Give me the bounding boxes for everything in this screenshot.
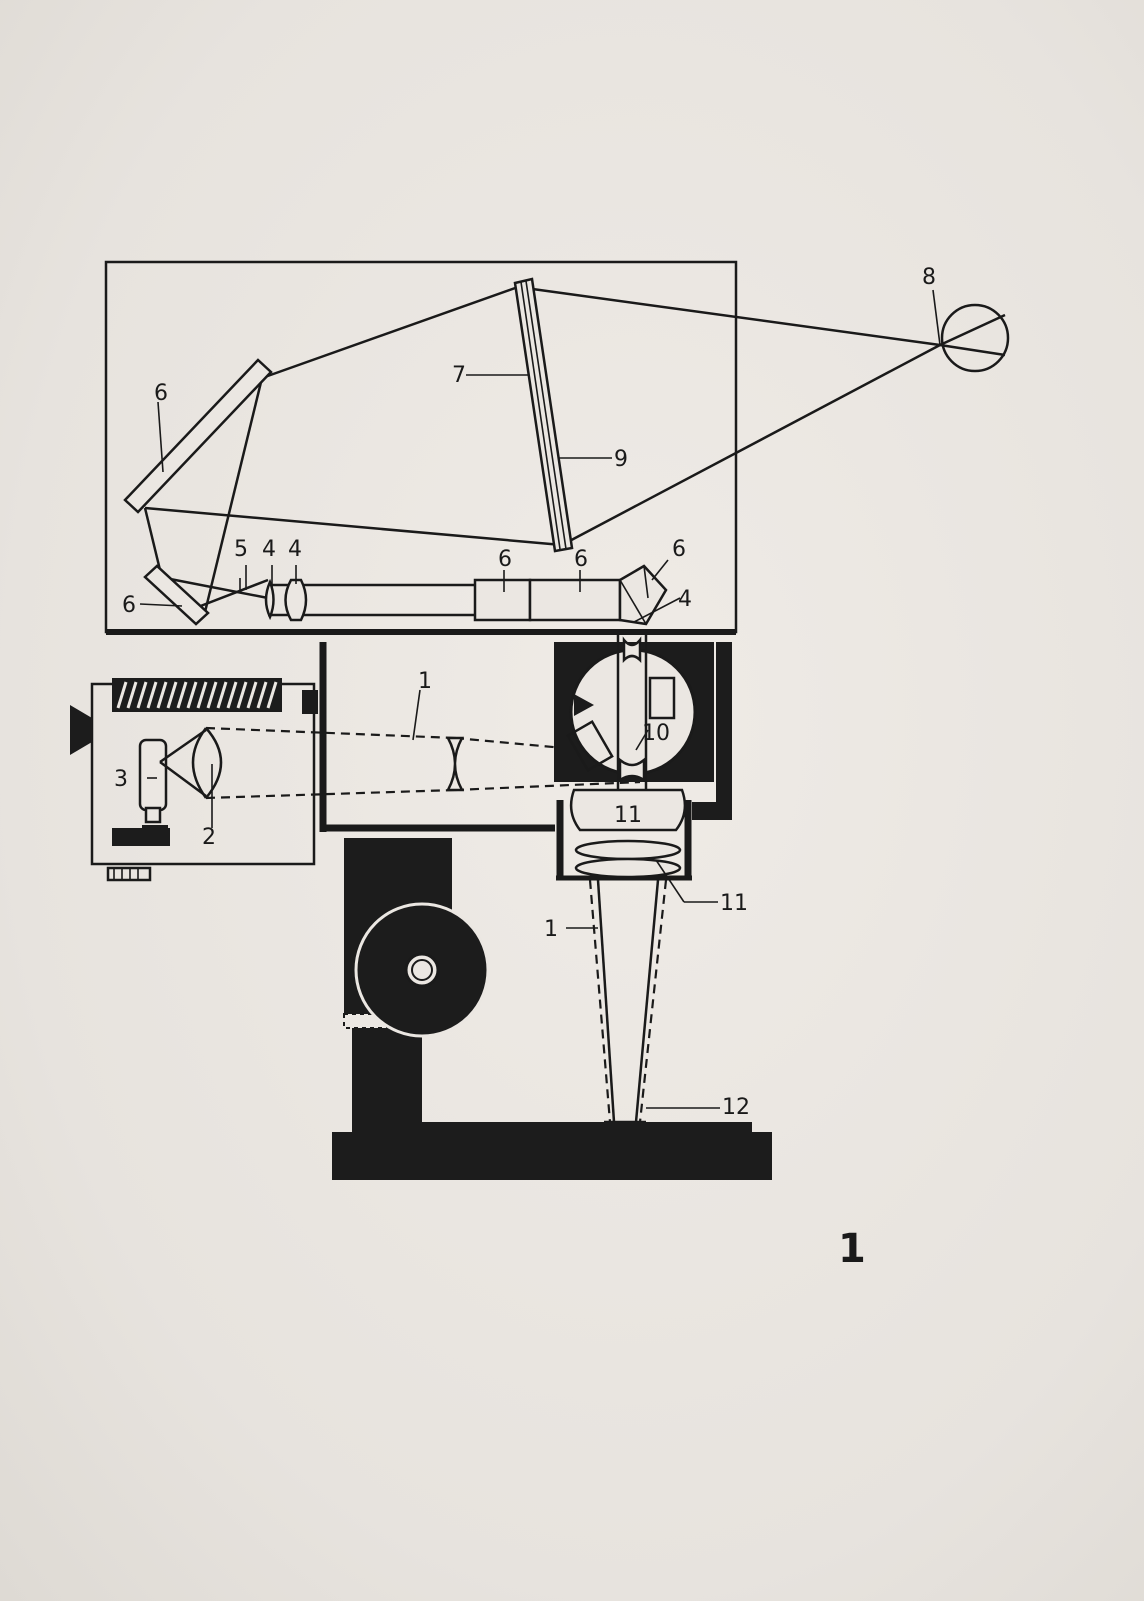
labels: 6 6 5 4 4 7 9 8 6 6 6 4 1 3 2 10 11 11 1… [114, 265, 936, 1120]
label-1-top: 1 [418, 669, 432, 694]
lower-beam [588, 879, 668, 1124]
stand [332, 838, 772, 1180]
label-7: 7 [452, 363, 466, 388]
label-6-upper-mirror: 6 [154, 381, 168, 406]
screen-plates [513, 277, 574, 553]
middle-housing [319, 642, 555, 832]
upper-housing [104, 260, 738, 635]
label-5: 5 [234, 537, 248, 562]
label-10: 10 [642, 721, 670, 746]
label-2: 2 [202, 825, 216, 850]
label-1-bottom: 1 [544, 917, 558, 942]
label-6-prism-c: 6 [672, 537, 686, 562]
lower-mirror [143, 564, 210, 626]
label-11-upper: 11 [614, 803, 642, 828]
rotating-drum-housing [554, 642, 732, 820]
label-6-lower-mirror: 6 [122, 593, 136, 618]
label-4-b: 4 [288, 537, 302, 562]
leader-lines [139, 289, 941, 1109]
label-6-prism-b: 6 [574, 547, 588, 572]
label-9: 9 [614, 447, 628, 472]
label-8: 8 [922, 265, 936, 290]
label-6-prism-a: 6 [498, 547, 512, 572]
label-11-lower: 11 [720, 891, 748, 916]
label-4-a: 4 [262, 537, 276, 562]
label-12: 12 [722, 1095, 750, 1120]
lamp-housing [70, 678, 318, 882]
vertical-objective-path [616, 630, 648, 790]
upper-mirror [123, 358, 273, 514]
prism-blocks [473, 564, 668, 626]
lens-group [556, 788, 692, 881]
eyepiece-lenses [239, 578, 308, 622]
label-4-c: 4 [678, 587, 692, 612]
eye-icon [939, 303, 1010, 373]
figure-number: 1 [838, 1226, 866, 1272]
condenser-lens [159, 727, 223, 799]
label-3: 3 [114, 767, 128, 792]
